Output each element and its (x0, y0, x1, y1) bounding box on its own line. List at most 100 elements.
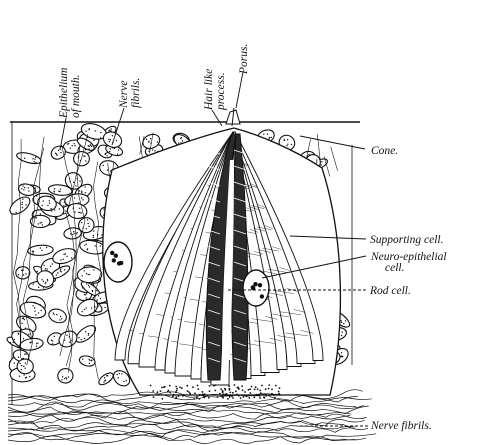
base-stipple (268, 388, 270, 390)
label-nerve-fibrils-bottom: Nerve fibrils. (371, 420, 432, 432)
base-stipple (229, 389, 231, 391)
base-stipple (243, 396, 245, 398)
base-stipple (275, 385, 277, 387)
base-stipple (163, 386, 165, 388)
base-stipple (254, 389, 256, 391)
label-nerve-fibrils-top: Nerve fibrils. (118, 78, 142, 108)
base-stipple (248, 389, 250, 391)
base-stipple (194, 392, 196, 394)
base-stipple (223, 393, 225, 395)
base-stipple (278, 391, 280, 393)
base-stipple (202, 391, 204, 393)
base-stipple (229, 396, 231, 398)
base-stipple (187, 390, 189, 392)
base-stipple (197, 385, 199, 387)
cell-outline (17, 359, 34, 374)
nucleolus (112, 258, 116, 262)
nucleolus (119, 261, 123, 265)
base-stipple (209, 385, 211, 387)
label-cone: Cone. (371, 145, 398, 157)
label-porus: Porus. (238, 44, 250, 74)
base-stipple (240, 397, 242, 399)
base-stipple (279, 387, 281, 389)
base-stipple (222, 390, 224, 392)
base-stipple (248, 397, 250, 399)
base-stipple (259, 390, 261, 392)
base-stipple (241, 385, 243, 387)
base-stipple (250, 392, 252, 394)
nucleolus (253, 282, 257, 286)
label-hair-like-process: Hair like process. (203, 69, 227, 110)
base-stipple (265, 388, 267, 390)
base-stipple (259, 397, 261, 399)
base-stipple (229, 392, 231, 394)
label-cone-text: Cone. (371, 145, 398, 157)
base-stipple (225, 389, 227, 391)
base-stipple (227, 398, 229, 400)
base-stipple (178, 395, 180, 397)
base-stipple (197, 388, 199, 390)
base-stipple (153, 396, 155, 398)
base-stipple (255, 386, 257, 388)
label-nerve-fibrils-top-line2: fibrils. (130, 78, 142, 108)
base-stipple (202, 393, 204, 395)
label-neuro-epithelial-cell: Neuro-epithelial cell. (371, 252, 447, 274)
base-stipple (251, 386, 253, 388)
base-stipple (214, 390, 216, 392)
label-nerve-fibrils-top-line1: Nerve (118, 78, 130, 108)
base-stipple (204, 393, 206, 395)
base-stipple (176, 388, 178, 390)
label-epithelium-line2: of mouth. (70, 68, 82, 118)
base-stipple (150, 385, 152, 387)
base-stipple (253, 397, 255, 399)
label-nerve-fibrils-bottom-text: Nerve fibrils. (371, 420, 432, 432)
label-hair-like-line2: process. (215, 69, 227, 110)
base-stipple (225, 393, 227, 395)
nucleolus (260, 294, 264, 298)
base-stipple (157, 391, 159, 393)
base-stipple (234, 384, 236, 386)
base-stipple (232, 392, 234, 394)
base-stipple (222, 392, 224, 394)
label-rod-cell: Rod cell. (370, 285, 411, 297)
label-epithelium-line1: Epithelium (58, 68, 70, 118)
nucleolus (258, 283, 262, 287)
base-stipple (244, 391, 246, 393)
base-stipple (189, 393, 191, 395)
base-stipple (192, 386, 194, 388)
label-rod-cell-text: Rod cell. (370, 285, 411, 297)
base-stipple (208, 397, 210, 399)
nucleolus (110, 251, 114, 255)
label-supporting-cell-text: Supporting cell. (370, 234, 443, 246)
base-stipple (219, 393, 221, 395)
base-stipple (261, 385, 263, 387)
base-stipple (264, 397, 266, 399)
base-stipple (175, 386, 177, 388)
base-stipple (235, 391, 237, 393)
base-stipple (169, 385, 171, 387)
neuro-epithelial-nucleus (243, 270, 269, 306)
label-supporting-cell: Supporting cell. (370, 234, 443, 246)
base-stipple (152, 390, 154, 392)
nucleolus (114, 254, 118, 258)
base-stipple (173, 394, 175, 396)
label-neuro-epithelial-line2: cell. (371, 263, 447, 274)
base-stipple (161, 398, 163, 400)
label-epithelium-of-mouth: Epithelium of mouth. (58, 68, 82, 118)
base-stipple (242, 389, 244, 391)
base-stipple (220, 388, 222, 390)
base-stipple (268, 384, 270, 386)
base-stipple (249, 388, 251, 390)
base-stipple (238, 388, 240, 390)
base-stipple (213, 385, 215, 387)
base-stipple (179, 387, 181, 389)
label-porus-text: Porus. (238, 44, 250, 74)
base-stipple (160, 390, 162, 392)
base-stipple (232, 397, 234, 399)
base-stipple (161, 387, 163, 389)
base-stipple (176, 390, 178, 392)
base-stipple (172, 395, 174, 397)
label-hair-like-line1: Hair like (203, 69, 215, 110)
base-stipple (186, 385, 188, 387)
base-stipple (271, 389, 273, 391)
